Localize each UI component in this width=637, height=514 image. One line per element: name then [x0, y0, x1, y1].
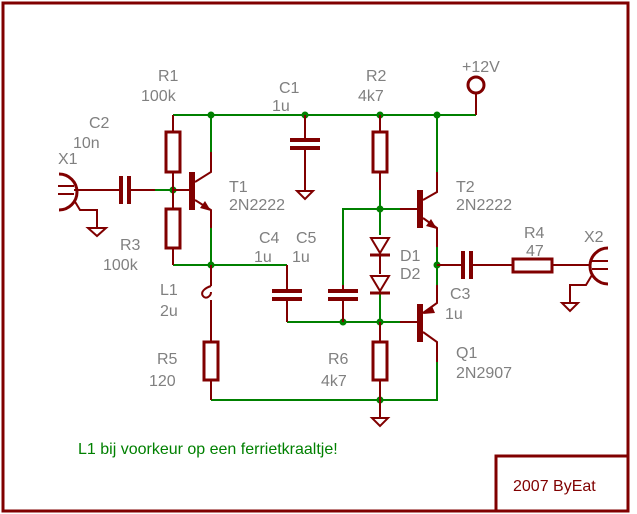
transistor-q1: Q1 2N2907 [400, 285, 512, 382]
capacitor-icon [272, 289, 302, 293]
capacitor-c5: C5 1u [292, 230, 358, 322]
title-block-text: 2007 ByEat [513, 478, 596, 495]
resistor-r6: R6 4k7 [321, 322, 391, 428]
svg-text:1u: 1u [292, 249, 310, 266]
capacitor-c4: C4 1u [254, 230, 302, 322]
connector-x2: X2 [559, 229, 609, 313]
resistor-icon [511, 257, 554, 274]
svg-text:D1: D1 [400, 248, 421, 265]
svg-text:47: 47 [526, 243, 544, 260]
svg-text:Q1: Q1 [456, 345, 477, 362]
svg-text:2N2907: 2N2907 [456, 365, 512, 382]
connector-x1: X1 [58, 151, 119, 238]
svg-text:R4: R4 [524, 225, 545, 242]
ground-icon [559, 302, 581, 313]
svg-text:2N2222: 2N2222 [456, 197, 512, 214]
svg-text:T2: T2 [456, 179, 475, 196]
capacitor-icon [119, 176, 123, 204]
transistor-t2: T2 2N2222 [400, 172, 512, 247]
diodes-d1-d2: D1 D2 [369, 237, 421, 295]
ground-icon [294, 190, 316, 201]
svg-text:R5: R5 [157, 351, 178, 368]
svg-text:120: 120 [149, 373, 176, 390]
resistor-icon [164, 130, 182, 174]
resistor-r4: R4 47 [511, 225, 590, 274]
inductor-icon [201, 285, 212, 299]
svg-text:R2: R2 [366, 68, 387, 85]
svg-text:C3: C3 [450, 286, 471, 303]
resistor-r3: R3 100k [103, 207, 182, 274]
supply-12v: +12V [462, 59, 500, 115]
npn-transistor-icon [189, 172, 195, 210]
svg-text:C1: C1 [279, 80, 300, 97]
title-block-frame [494, 454, 630, 513]
svg-text:2N2222: 2N2222 [229, 197, 285, 214]
svg-text:2u: 2u [160, 303, 178, 320]
resistor-r5: R5 120 [149, 340, 220, 400]
capacitor-icon [290, 138, 320, 142]
pnp-transistor-icon [417, 304, 423, 342]
svg-text:4k7: 4k7 [321, 373, 347, 390]
antenna-connector-icon [58, 172, 79, 212]
svg-text:L1: L1 [160, 282, 178, 299]
resistor-icon [371, 130, 389, 174]
ground-icon [369, 417, 391, 428]
svg-text:1u: 1u [254, 249, 272, 266]
supply-label: +12V [462, 59, 500, 76]
capacitor-c1: C1 1u [272, 80, 320, 201]
svg-text:1u: 1u [272, 98, 290, 115]
inductor-l1: L1 2u [160, 265, 212, 342]
svg-text:10n: 10n [73, 135, 100, 152]
svg-text:X1: X1 [58, 151, 78, 168]
resistor-r1: R1 100k [141, 68, 182, 209]
svg-text:C2: C2 [89, 115, 110, 132]
svg-text:D2: D2 [400, 266, 421, 283]
capacitor-c2: C2 10n [73, 115, 155, 204]
svg-text:T1: T1 [229, 179, 248, 196]
resistor-icon [371, 340, 389, 382]
svg-text:1u: 1u [445, 306, 463, 323]
diode-icon [369, 275, 391, 293]
svg-text:X2: X2 [584, 229, 604, 246]
capacitor-icon [461, 251, 465, 279]
diode-icon [369, 237, 391, 255]
resistor-icon [164, 207, 182, 250]
transistor-t1: T1 2N2222 [173, 152, 285, 228]
svg-text:R6: R6 [328, 351, 349, 368]
svg-text:C5: C5 [296, 230, 317, 247]
svg-text:R1: R1 [158, 68, 179, 85]
svg-text:100k: 100k [141, 88, 177, 105]
resistor-icon [202, 340, 220, 382]
svg-text:R3: R3 [120, 237, 141, 254]
design-note: L1 bij voorkeur op een ferrietkraaltje! [78, 441, 338, 458]
svg-text:100k: 100k [103, 257, 139, 274]
ground-icon [85, 227, 109, 238]
svg-text:C4: C4 [259, 230, 280, 247]
capacitor-c3: C3 1u [437, 251, 513, 323]
resistor-r2: R2 4k7 [358, 68, 389, 190]
antenna-connector-icon [588, 246, 609, 286]
supply-terminal-icon [466, 75, 486, 95]
svg-text:4k7: 4k7 [358, 88, 384, 105]
capacitor-icon [328, 289, 358, 293]
npn-transistor-icon [417, 190, 423, 228]
